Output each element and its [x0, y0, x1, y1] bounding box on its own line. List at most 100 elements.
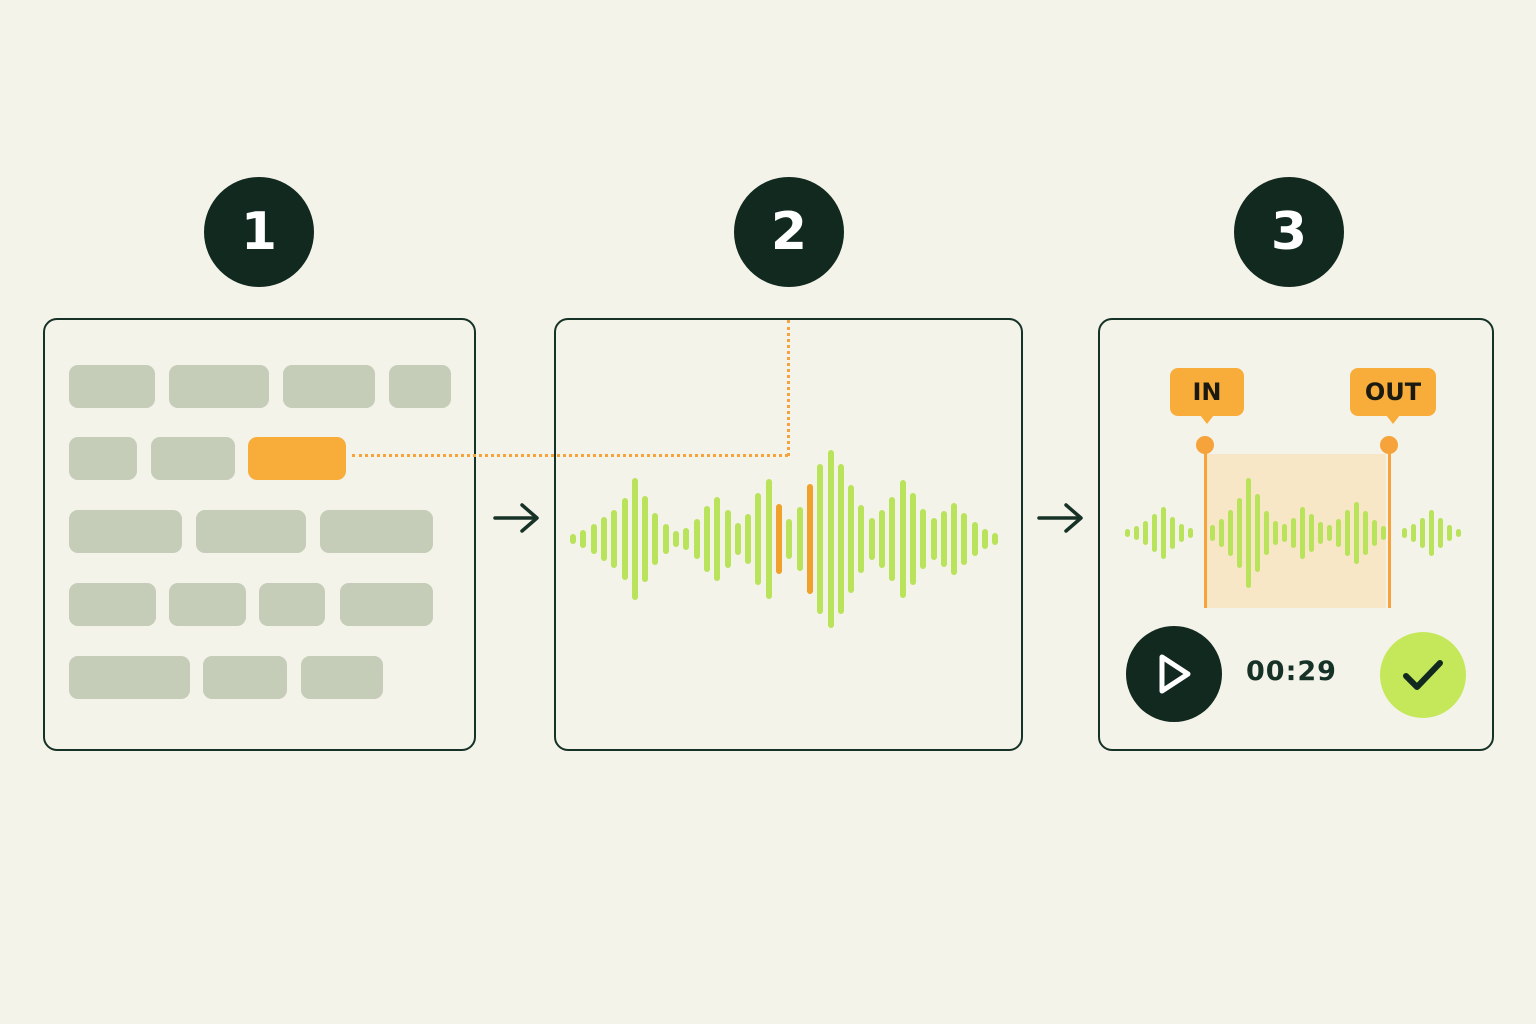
waveform-bar [909, 493, 916, 585]
waveform-bar [590, 524, 597, 554]
arrow-right-icon [493, 503, 539, 533]
out-marker-label[interactable]: OUT [1350, 368, 1436, 424]
word-chip[interactable] [69, 656, 190, 699]
waveform-bar [673, 531, 679, 547]
waveform-bar [982, 529, 988, 549]
connector-vertical [787, 320, 790, 456]
word-chip[interactable] [320, 510, 433, 553]
waveform-bar [879, 510, 885, 568]
waveform-panel [554, 318, 1023, 751]
waveform-bar [1363, 511, 1368, 555]
waveform-bar [1125, 529, 1130, 537]
time-readout: 00:29 [1246, 656, 1337, 687]
out-marker-handle[interactable] [1380, 436, 1398, 454]
in-marker-handle[interactable] [1196, 436, 1214, 454]
waveform-bar [951, 503, 958, 575]
waveform-bar [765, 479, 772, 599]
waveform-bar [776, 504, 782, 574]
waveform-bar [611, 510, 618, 568]
step-1-number: 1 [240, 202, 278, 262]
waveform-bar [1318, 522, 1323, 544]
word-chip[interactable] [259, 583, 325, 626]
waveform-bar [693, 519, 700, 559]
out-marker-line[interactable] [1388, 444, 1391, 608]
waveform-bar [570, 534, 576, 544]
waveform-bar [971, 522, 978, 556]
waveform-bar [1309, 514, 1314, 552]
waveform-bar [1246, 478, 1251, 588]
waveform-bar [1219, 519, 1224, 547]
word-chip[interactable] [340, 583, 433, 626]
word-chip[interactable] [301, 656, 383, 699]
waveform-bar [848, 485, 855, 593]
waveform-bar [1273, 521, 1278, 545]
waveform-bar [631, 478, 638, 600]
word-chip[interactable] [196, 510, 306, 553]
word-chip[interactable] [169, 365, 269, 408]
waveform-bar [580, 530, 587, 548]
waveform-bar [1372, 520, 1377, 546]
waveform-bar [837, 464, 844, 614]
waveform-bar [1411, 524, 1416, 542]
waveform-bar [600, 517, 607, 561]
waveform-bar [992, 533, 999, 545]
waveform-bar [1291, 518, 1296, 548]
waveform-bar [1354, 502, 1359, 564]
waveform-bar [806, 484, 813, 594]
word-chip[interactable] [151, 437, 235, 480]
waveform-bar [683, 528, 690, 550]
step-2-badge: 2 [734, 177, 844, 287]
word-chip[interactable] [283, 365, 375, 408]
waveform-bar [796, 507, 803, 571]
trim-panel: IN OUT 00:29 [1098, 318, 1494, 751]
waveform-bar [1264, 511, 1269, 555]
word-chip[interactable] [389, 365, 451, 408]
waveform-bar [961, 513, 968, 565]
connector-horizontal [352, 454, 788, 457]
waveform-bar [1456, 529, 1461, 537]
in-marker-label[interactable]: IN [1170, 368, 1244, 424]
waveform-bar [621, 498, 628, 580]
waveform-bar [1429, 510, 1434, 556]
waveform-bar [1152, 514, 1157, 552]
waveform-bar [868, 518, 875, 560]
waveform-bar [1336, 519, 1341, 547]
waveform-bar [1170, 517, 1175, 549]
waveform-bar [858, 505, 865, 573]
out-label-text: OUT [1364, 378, 1422, 406]
step-3-number: 3 [1270, 202, 1308, 262]
waveform-bar [1255, 494, 1260, 572]
waveform-bar [1402, 528, 1407, 538]
waveform-bar [1179, 524, 1184, 542]
waveform-bar [652, 513, 659, 565]
waveform-bar [920, 509, 927, 569]
waveform-bar [642, 496, 649, 582]
waveform-bar [1381, 526, 1386, 540]
word-chip[interactable] [69, 365, 155, 408]
check-icon [1403, 660, 1443, 690]
selection-region[interactable] [1206, 454, 1386, 608]
waveform-bar [1228, 510, 1233, 556]
word-chip[interactable] [69, 583, 156, 626]
waveform-bar [662, 524, 669, 554]
word-chip[interactable] [203, 656, 287, 699]
waveform-bar [755, 493, 762, 585]
word-chip[interactable] [169, 583, 246, 626]
waveform-bar [827, 450, 834, 628]
in-marker-line[interactable] [1204, 444, 1207, 608]
waveform-bar [1161, 507, 1166, 559]
waveform-bar [1447, 525, 1452, 541]
waveform-bar [1210, 525, 1215, 541]
waveform-bar [817, 464, 824, 614]
waveform-bar [714, 497, 721, 581]
waveform-bar [1143, 521, 1148, 545]
transcript-panel [43, 318, 476, 751]
selected-word-chip[interactable] [248, 437, 346, 480]
play-button[interactable] [1126, 626, 1222, 722]
waveform-bar [1188, 528, 1193, 538]
word-chip[interactable] [69, 510, 182, 553]
waveform-bar [1282, 524, 1287, 542]
confirm-button[interactable] [1380, 632, 1466, 718]
in-label-text: IN [1192, 378, 1222, 406]
word-chip[interactable] [69, 437, 137, 480]
